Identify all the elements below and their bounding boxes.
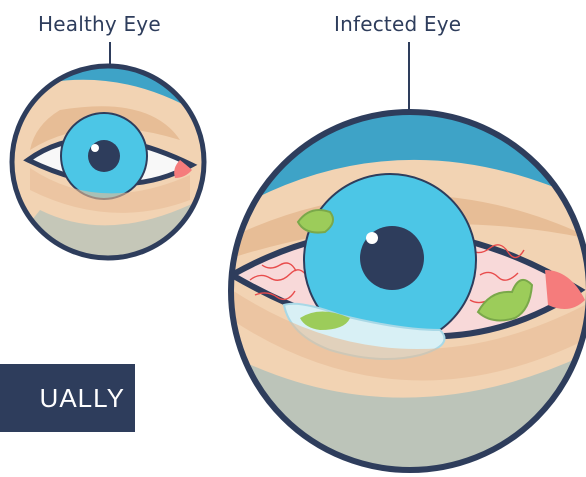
infected-eye xyxy=(225,100,586,477)
healthy-eye xyxy=(0,60,210,260)
